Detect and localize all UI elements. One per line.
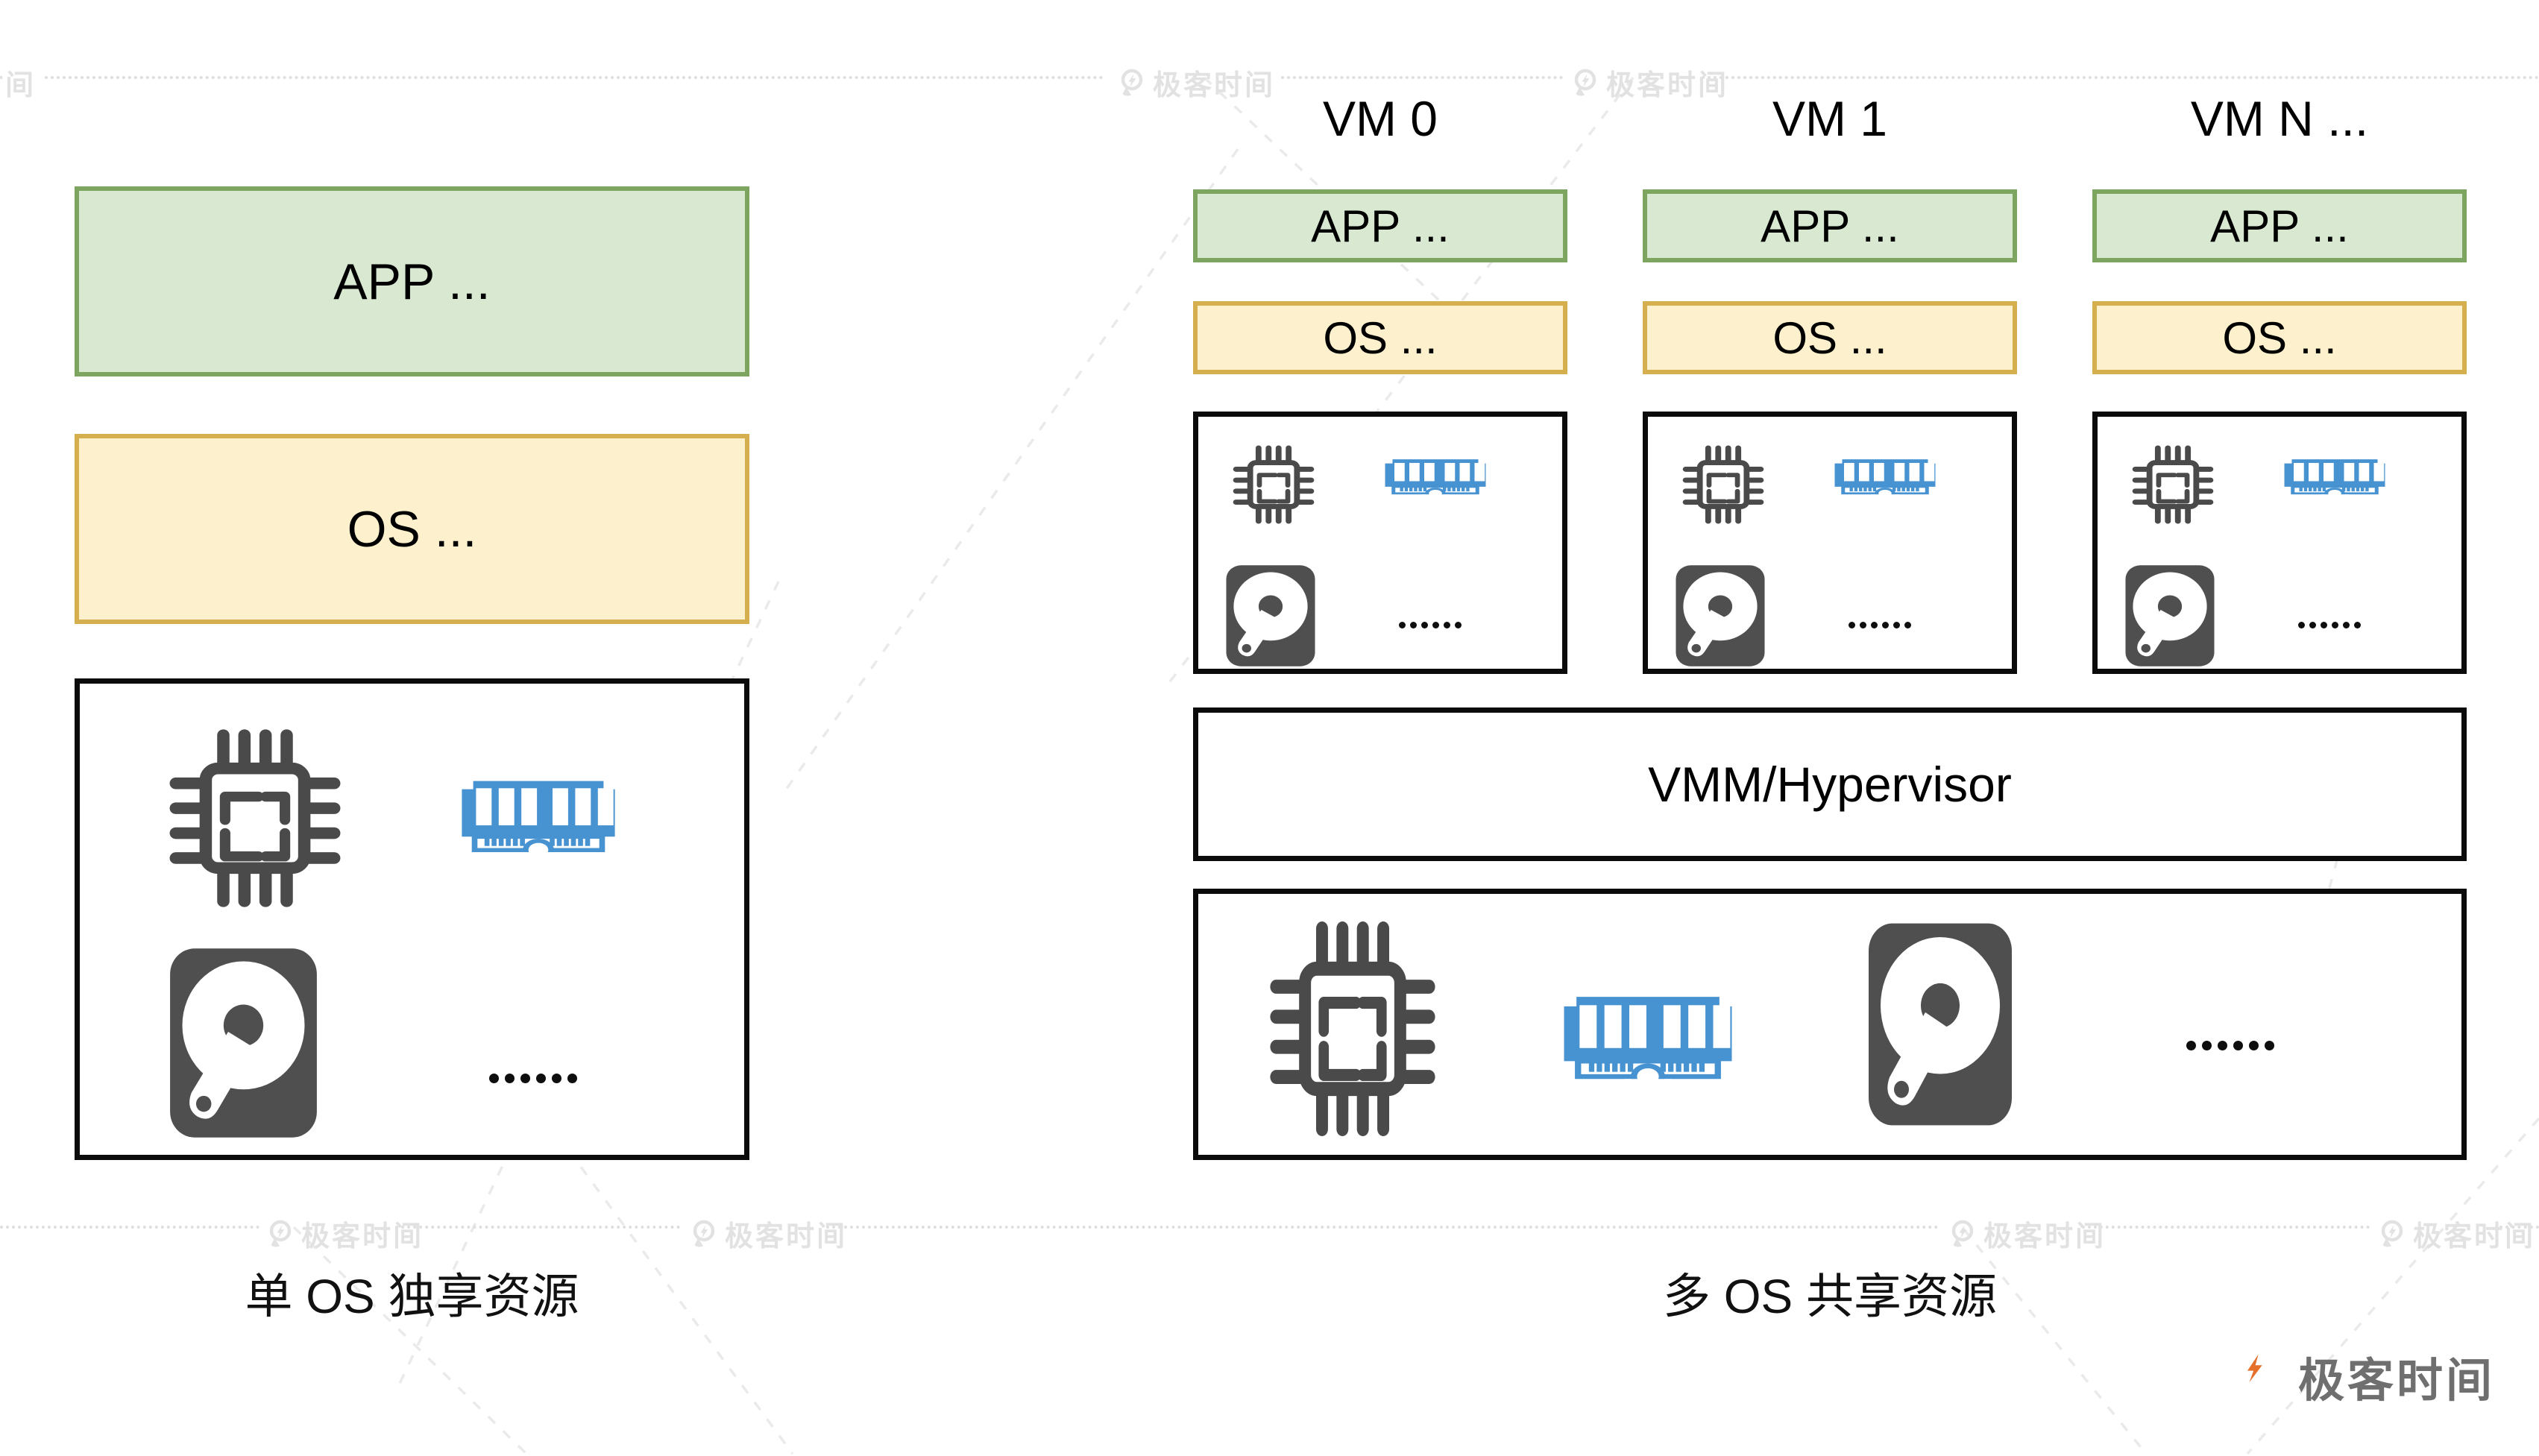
geektime-pin-icon (690, 1218, 717, 1249)
vm-app-label: APP ... (1761, 201, 1899, 251)
watermark-dotted-line (395, 1226, 680, 1229)
watermark-brand-text: 极客时间 (725, 1221, 848, 1252)
geektime-pin-icon (1572, 67, 1599, 98)
watermark-brand-text: 极客时间 (0, 70, 37, 101)
ellipsis-dots (2186, 1041, 2274, 1050)
hdd-icon (1674, 564, 1766, 668)
geektime-pin-icon (1949, 1218, 1976, 1249)
vm-app-label: APP ... (2210, 201, 2349, 251)
watermark-brand-text: 极客时间 (1983, 1221, 2107, 1252)
geektime-pin-icon (2379, 1218, 2406, 1249)
single-os-caption: 单 OS 独享资源 (245, 1270, 579, 1323)
ram-icon (453, 769, 623, 866)
vmm-hypervisor-label: VMM/Hypervisor (1648, 757, 2012, 812)
geektime-brand-text: 极客时间 (2298, 1355, 2496, 1407)
watermark-brand-text: 极客时间 (1606, 70, 1729, 101)
watermark-logo: 极客时间 (0, 62, 36, 103)
cpu-chip-icon (1268, 918, 1438, 1139)
ellipsis-dots (2298, 622, 2361, 628)
os-layer-label: OS ... (347, 500, 477, 558)
geektime-pin-icon (2224, 1342, 2285, 1411)
multi-os-caption: 多 OS 共享资源 (1662, 1270, 1998, 1323)
watermark-dotted-line (1702, 76, 2539, 79)
ram-icon (1829, 453, 1941, 501)
vm-os-label: OS ... (1772, 312, 1887, 363)
hdd-icon (1224, 564, 1317, 668)
vm-os-box: OS ... (2092, 301, 2467, 374)
watermark-logo: 极客时间 (1572, 62, 1728, 103)
vm-virtual-hardware-box (2092, 412, 2467, 674)
app-layer-box: APP ... (75, 186, 749, 376)
vm-os-label: OS ... (2222, 312, 2337, 363)
vm-column-title: VM 0 (1322, 91, 1438, 146)
hdd-icon (167, 945, 320, 1141)
watermark-brand-text: 极客时间 (1153, 70, 1276, 101)
vm-app-box: APP ... (1193, 189, 1567, 262)
hdd-icon (2124, 564, 2216, 668)
geektime-pin-icon (1119, 67, 1145, 98)
app-layer-label: APP ... (333, 253, 491, 310)
ellipsis-dots (1399, 622, 1462, 628)
watermark-dotted-line (2499, 1226, 2539, 1229)
vm-app-box: APP ... (1643, 189, 2017, 262)
watermark-dotted-line (0, 1226, 259, 1229)
hdd-icon (1866, 920, 2015, 1129)
watermark-dotted-line (1281, 76, 1563, 79)
vm-virtual-hardware-box (1643, 412, 2017, 674)
cpu-chip-icon (167, 727, 343, 910)
watermark-brand-text: 极客时间 (2413, 1221, 2536, 1252)
watermark-logo: 极客时间 (2379, 1213, 2535, 1254)
ellipsis-dots (489, 1074, 577, 1083)
vm-app-label: APP ... (1311, 201, 1450, 251)
os-layer-box: OS ... (75, 434, 749, 624)
geektime-brand-logo: 极客时间 (2224, 1342, 2495, 1411)
vm-os-box: OS ... (1193, 301, 1567, 374)
vmm-hypervisor-box: VMM/Hypervisor (1193, 707, 2467, 861)
watermark-logo: 极客时间 (1119, 62, 1275, 103)
vm-os-label: OS ... (1323, 312, 1438, 363)
cpu-chip-icon (1681, 444, 1765, 525)
watermark-dotted-line (2082, 1226, 2370, 1229)
vm-os-box: OS ... (1643, 301, 2017, 374)
watermark-logo: 极客时间 (1949, 1213, 2106, 1254)
geektime-pin-icon (267, 1218, 294, 1249)
watermark-brand-text: 极客时间 (301, 1221, 424, 1252)
ram-icon (1379, 453, 1491, 501)
vm-column-title: VM 1 (1772, 91, 1888, 146)
ram-icon (1555, 983, 1741, 1094)
vm-app-box: APP ... (2092, 189, 2467, 262)
cpu-chip-icon (1232, 444, 1315, 525)
watermark-dotted-line (826, 1226, 1939, 1229)
cpu-chip-icon (2131, 444, 2215, 525)
watermark-dotted-line (45, 76, 1104, 79)
watermark-logo: 极客时间 (690, 1213, 847, 1254)
vm-column-title: VM N ... (2190, 91, 2369, 146)
ram-icon (2279, 453, 2391, 501)
ellipsis-dots (1849, 622, 1911, 628)
watermark-logo: 极客时间 (267, 1213, 424, 1254)
